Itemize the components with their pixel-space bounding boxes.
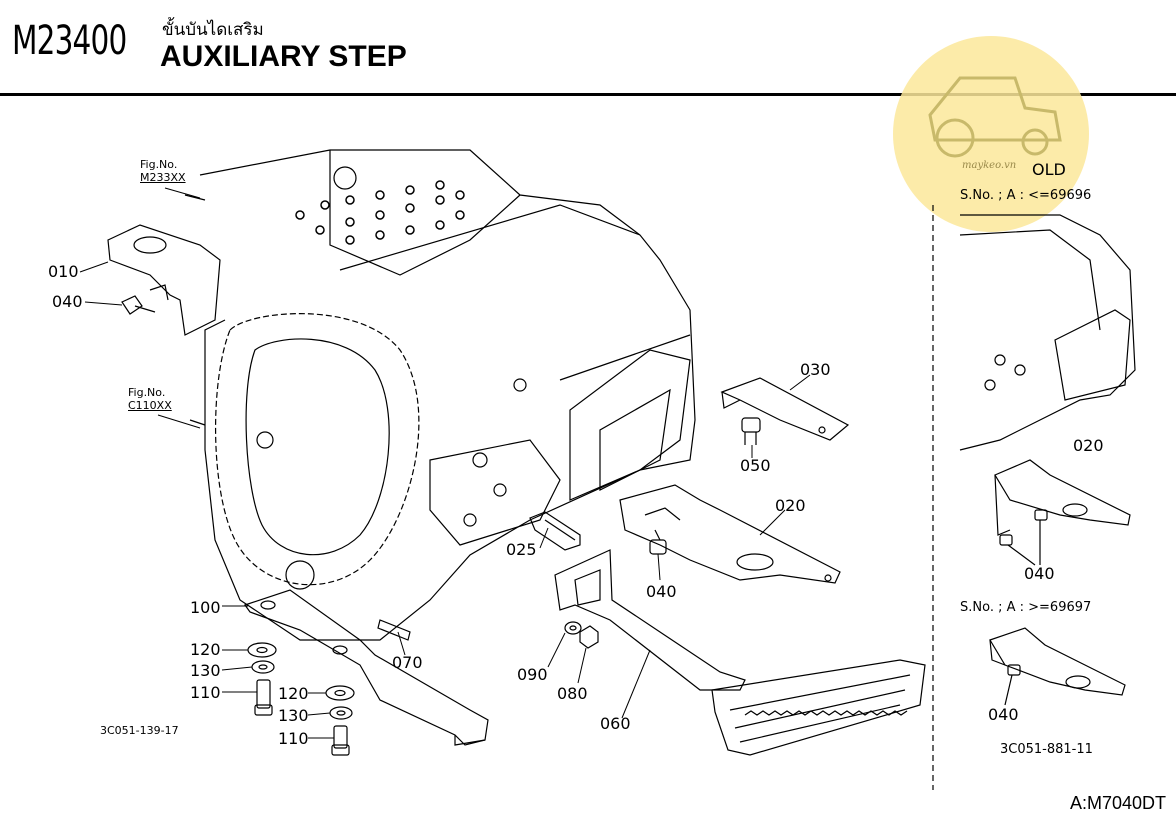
callout-120-b: 120 — [278, 684, 309, 703]
bolt-050 — [741, 417, 761, 445]
fig-ref-top: Fig.No. M233XX — [140, 158, 186, 184]
inset-diagram-code: 3C051-881-11 — [1000, 742, 1093, 757]
callout-050: 050 — [740, 456, 771, 475]
callout-025: 025 — [506, 540, 537, 559]
part-code: M23400 — [12, 18, 127, 64]
washer-130-b — [329, 706, 353, 720]
washer-120-a — [247, 642, 277, 658]
leader-lines — [79, 187, 811, 739]
watermark-text: maykeo.vn — [962, 160, 1017, 171]
tractor-watermark-icon — [928, 76, 1062, 158]
callout-010: 010 — [48, 262, 79, 281]
title-thai: ขั้นบันไดเสริม — [162, 20, 264, 40]
callout-130-a: 130 — [190, 661, 221, 680]
bolt-110-a — [254, 679, 273, 716]
main-diagram-code: 3C051-139-17 — [100, 724, 179, 737]
inset-old-housing — [959, 214, 1136, 451]
model-footer: A:M7040DT — [1069, 793, 1166, 813]
callout-020: 020 — [775, 496, 806, 515]
nut-080 — [579, 625, 599, 649]
inset-callout-020: 020 — [1073, 436, 1104, 455]
callout-090: 090 — [517, 665, 548, 684]
inset-old-bracket-020 — [994, 459, 1131, 536]
callout-060: 060 — [600, 714, 631, 733]
callout-110-a: 110 — [190, 683, 221, 702]
inset-old-serial: S.No. ; A : <=69696 — [960, 188, 1092, 203]
step-plate — [711, 659, 926, 756]
washer-130-a — [251, 660, 275, 674]
bolt-070 — [377, 619, 411, 641]
inset-old-label: OLD — [1032, 160, 1066, 179]
callout-040-b: 040 — [646, 582, 677, 601]
callout-030: 030 — [800, 360, 831, 379]
inset-new-bolt-040 — [1004, 664, 1021, 706]
fig-ref-left: Fig.No. C110XX — [128, 386, 172, 412]
inset-old-bolts-040 — [999, 509, 1048, 566]
callout-130-b: 130 — [278, 706, 309, 725]
callout-040-a: 040 — [52, 292, 83, 311]
washer-120-b — [325, 685, 355, 701]
callout-100: 100 — [190, 598, 221, 617]
inset-callout-040-old: 040 — [1024, 564, 1055, 583]
inset-new-serial: S.No. ; A : >=69697 — [960, 600, 1092, 615]
bolt-110-b — [331, 725, 350, 756]
support-bracket-100 — [244, 589, 489, 746]
bracket-030 — [720, 377, 850, 441]
watermark-logo — [893, 36, 1089, 232]
step-bracket-020 — [619, 484, 841, 584]
header-divider — [0, 93, 1176, 96]
pin-025 — [529, 511, 581, 551]
transmission-housing — [184, 149, 696, 641]
step-arm-060 — [554, 549, 746, 691]
callout-110-b: 110 — [278, 729, 309, 748]
washer-090 — [564, 621, 582, 635]
callout-080: 080 — [557, 684, 588, 703]
bracket-010 — [107, 224, 221, 336]
title-english: AUXILIARY STEP — [160, 40, 407, 73]
bolt-040-a — [121, 295, 156, 315]
callout-070: 070 — [392, 653, 423, 672]
callout-120-a: 120 — [190, 640, 221, 659]
inset-callout-040-new: 040 — [988, 705, 1019, 724]
